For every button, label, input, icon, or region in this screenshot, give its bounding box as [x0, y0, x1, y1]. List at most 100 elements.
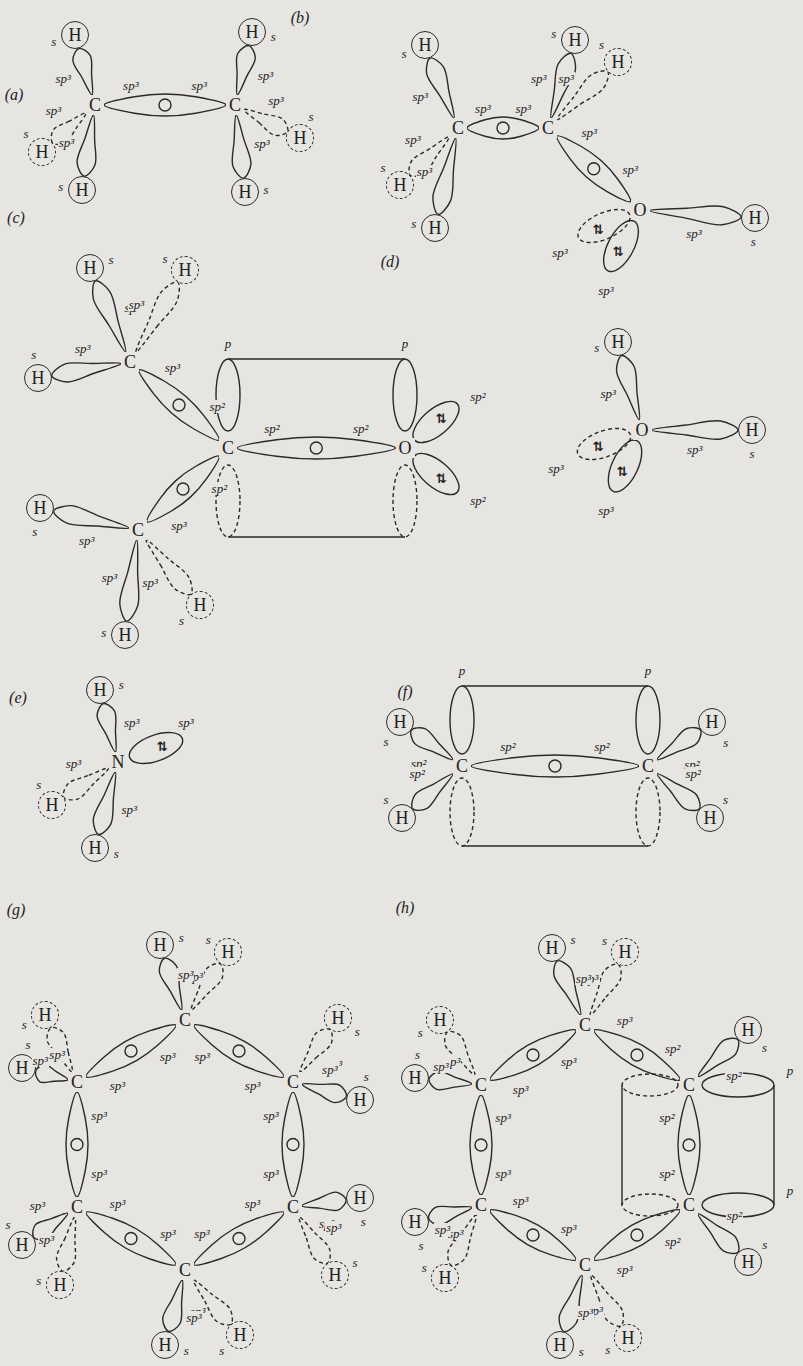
pi-overlap-line — [462, 685, 648, 686]
atom-symbol: O — [631, 200, 650, 220]
orbital-label: p — [786, 1184, 795, 1197]
orbital-label: sp² — [211, 482, 228, 495]
bond-orbital-overlap — [77, 115, 96, 176]
atom-label: H — [16, 1059, 29, 1077]
bond-orbital-overlap — [86, 1212, 176, 1266]
orbital-label: sp³ — [514, 102, 531, 115]
orbital-label: sp³ — [686, 443, 703, 456]
hydrogen-s-orbital: H — [231, 178, 259, 206]
overlap-circle — [631, 1229, 643, 1241]
overlap-circle — [125, 1233, 137, 1245]
hydrogen-s-orbital: H — [26, 494, 54, 522]
orbital-label: sp³ — [616, 1263, 633, 1276]
atom-label: C — [179, 1261, 191, 1279]
atom-label: H — [222, 943, 235, 961]
orbital-label: sp³ — [321, 1063, 338, 1076]
atom-label: H — [396, 809, 409, 827]
atom-symbol: C — [639, 756, 657, 776]
orbital-label: sp³ — [494, 1111, 511, 1124]
atom-label: C — [452, 119, 464, 137]
atom-label: H — [329, 1266, 342, 1284]
atom-symbol: C — [176, 1260, 194, 1280]
pi-overlap-line — [621, 1085, 622, 1205]
orbital-label: sp³ — [65, 757, 82, 770]
p-orbital-lobe — [216, 359, 240, 431]
orbital-label: sp³ — [244, 1197, 261, 1210]
bond-orbital-overlap — [35, 1064, 68, 1082]
pi-overlap-line — [773, 1085, 774, 1205]
atom-label: H — [354, 1189, 367, 1207]
orbital-label: sp² — [658, 1167, 675, 1180]
orbital-label: s — [31, 525, 38, 538]
atom-label: N — [112, 753, 125, 771]
bond-orbital-overlap — [657, 728, 701, 760]
orbital-label: s — [722, 793, 729, 806]
atom-label: C — [683, 1076, 695, 1094]
hydrogen-s-orbital: H — [46, 1271, 74, 1299]
orbital-label: sp³ — [262, 1167, 279, 1180]
bond-orbital-overlap — [194, 1025, 284, 1078]
bond-orbital-overlap — [97, 704, 116, 753]
orbital-label: sp³ — [90, 1109, 107, 1122]
bond-orbital-overlap — [591, 1275, 624, 1326]
bond-orbital-overlap — [557, 136, 631, 202]
orbital-label: s — [722, 736, 729, 749]
orbital-art-group — [125, 203, 774, 1217]
p-orbital-lobe — [622, 1074, 678, 1096]
atom-symbol: C — [472, 1195, 490, 1215]
orbital-label: s — [363, 1070, 370, 1083]
orbital-label: sp³ — [530, 72, 547, 85]
hydrogen-s-orbital: H — [611, 938, 639, 966]
orbital-label: s — [107, 253, 114, 266]
overlap-circle — [527, 1049, 539, 1061]
atom-label: H — [742, 1021, 755, 1039]
bond-orbital-overlap — [139, 370, 219, 441]
bond-orbital-overlap — [559, 1275, 582, 1332]
atom-label: O — [634, 201, 647, 219]
orbital-label: sp³ — [597, 504, 614, 517]
atom-label: H — [84, 259, 97, 277]
atom-label: H — [706, 713, 719, 731]
hydrogen-s-orbital: H — [401, 1064, 429, 1092]
orbital-label: s — [421, 1261, 428, 1274]
bond-orbital-overlap — [236, 46, 255, 95]
orbital-label: sp³ — [193, 1050, 210, 1063]
p-orbital-lobe — [636, 778, 660, 846]
hydrogen-s-orbital: H — [614, 1324, 642, 1352]
bond-orbital-overlap — [470, 1095, 492, 1195]
hydrogen-s-orbital: H — [171, 256, 199, 284]
atom-label: C — [71, 1073, 83, 1091]
hydrogen-s-orbital: H — [346, 1086, 374, 1114]
orbital-label: s — [383, 793, 390, 806]
orbital-label: sp³ — [560, 1055, 577, 1068]
lone-pair-lobe — [573, 203, 635, 250]
overlap-circle — [173, 399, 185, 411]
bond-orbital-overlap — [302, 1084, 347, 1103]
atom-symbol: N — [109, 752, 128, 772]
orbital-label: sp³ — [109, 1079, 126, 1092]
orbital-label: sp³ — [551, 246, 568, 259]
orbital-label: sp³ — [78, 534, 95, 547]
atom-label: H — [394, 713, 407, 731]
overlap-circle — [159, 99, 171, 111]
atom-label: H — [239, 183, 252, 201]
atom-symbol: C — [68, 1197, 86, 1217]
orbital-label: sp³ — [599, 387, 616, 400]
orbital-label: sp³ — [622, 163, 639, 176]
bond-orbital-overlap — [194, 1212, 284, 1266]
atom-label: O — [636, 421, 649, 439]
orbital-label: sp² — [726, 1209, 743, 1222]
hydrogen-s-orbital: H — [24, 364, 52, 392]
bond-orbital-overlap — [57, 1217, 76, 1271]
orbital-label: sp³ — [123, 716, 140, 729]
hydrogen-s-orbital: H — [61, 21, 89, 49]
orbital-label: sp² — [593, 740, 610, 753]
atom-label: H — [89, 839, 102, 857]
orbital-label: sp³ — [557, 72, 574, 85]
lone-pair-lobe — [125, 726, 187, 770]
orbital-label: s — [100, 626, 107, 639]
atom-symbol: C — [68, 1072, 86, 1092]
atom-label: H — [622, 1329, 635, 1347]
atom-label: H — [54, 1276, 67, 1294]
atom-label: C — [683, 1196, 695, 1214]
